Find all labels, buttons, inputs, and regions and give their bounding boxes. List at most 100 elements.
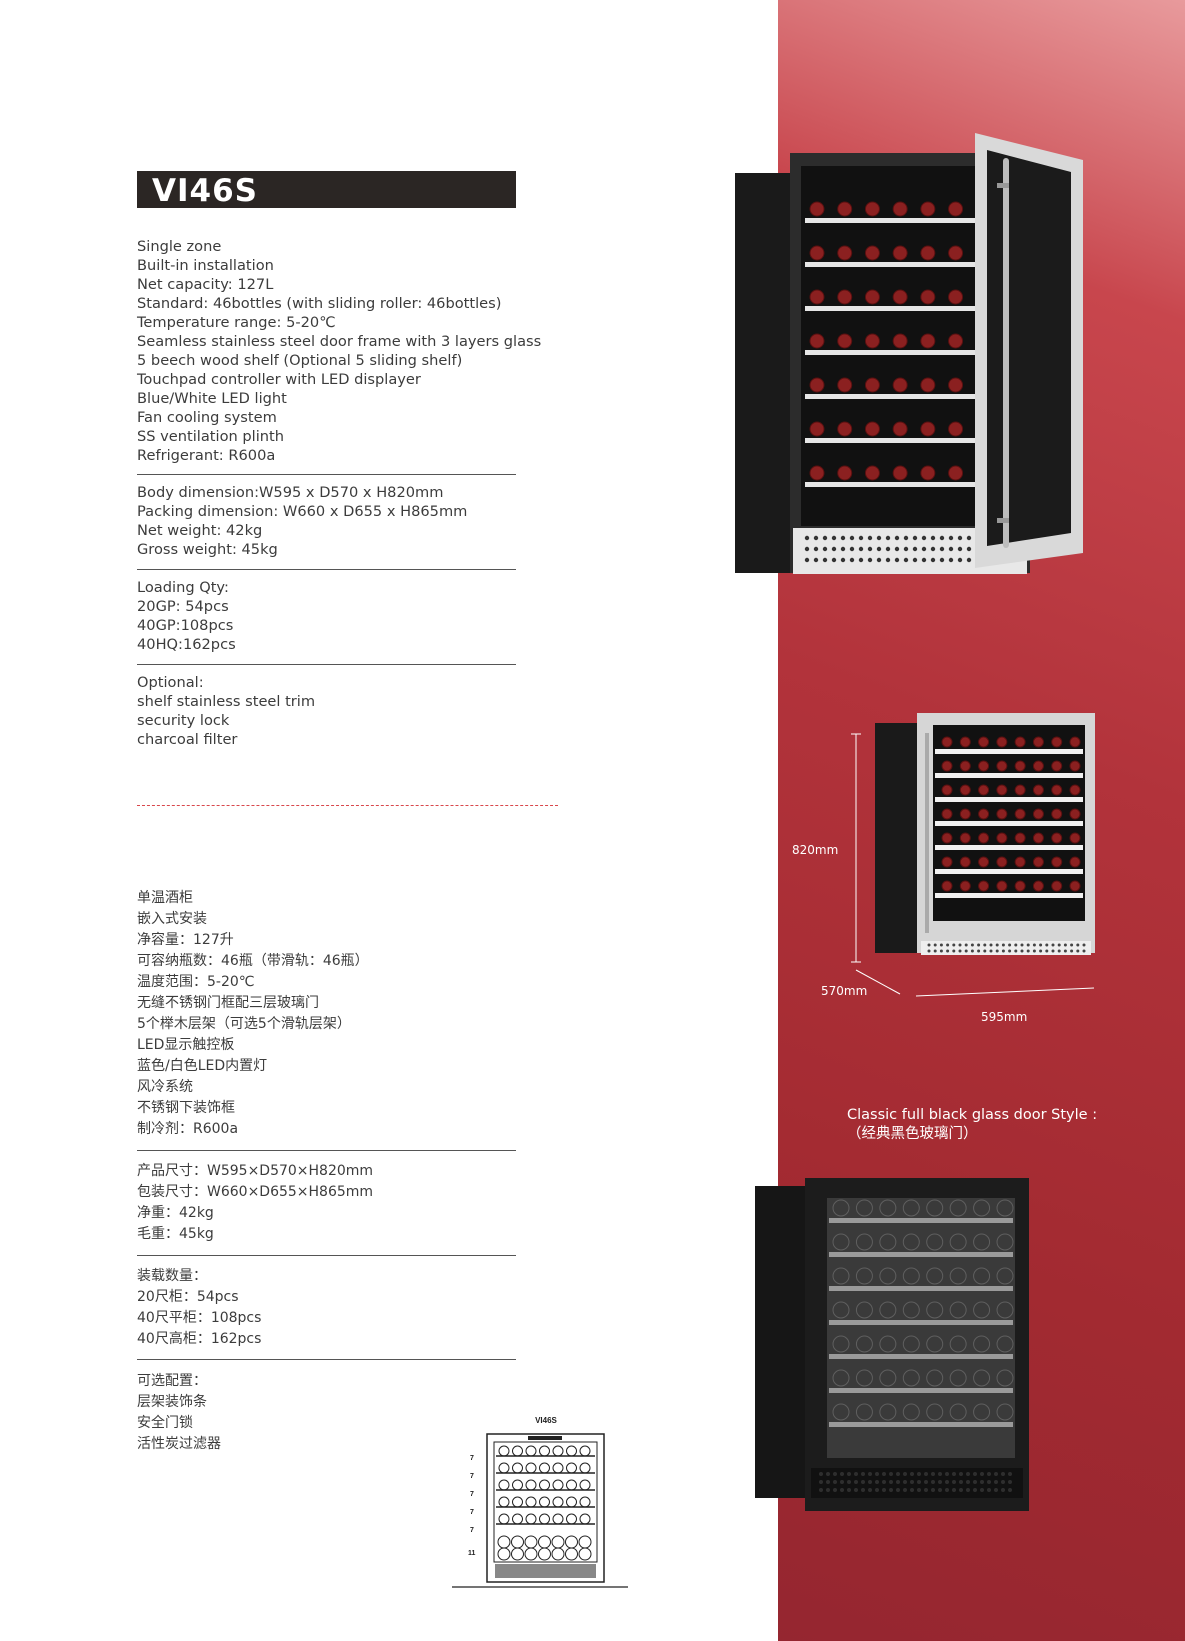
- vent-hole: [894, 557, 900, 563]
- vent-hole: [910, 1472, 914, 1476]
- shelf: [805, 350, 1019, 355]
- bottle-icon: [879, 1267, 897, 1285]
- cn-optional-item: 活性炭过滤器: [137, 1436, 221, 1452]
- vent-hole: [804, 557, 810, 563]
- bottle-outline: [566, 1479, 577, 1491]
- shelf-mark: 7: [470, 1527, 474, 1534]
- bottle-icon: [978, 808, 990, 820]
- vent-hole: [1057, 943, 1061, 947]
- spec-item: Blue/White LED light: [137, 390, 287, 407]
- bottle-icon: [920, 333, 936, 349]
- bottle-icon: [920, 289, 936, 305]
- vent-hole: [819, 1488, 823, 1492]
- shelf-mark: 7: [470, 1455, 474, 1462]
- vent-hole: [994, 1480, 998, 1484]
- bottle-icon: [926, 1335, 944, 1353]
- cn-spec-item: 单温酒柜: [137, 890, 193, 906]
- bottle-outline: [552, 1479, 564, 1491]
- bottle-icon: [996, 1267, 1014, 1285]
- bottle-outline: [539, 1496, 550, 1508]
- cn-spec-item: 温度范围：5-20℃: [137, 974, 255, 990]
- bottle-icon: [832, 1199, 850, 1217]
- bottle-icon: [978, 832, 990, 844]
- vent-hole: [1070, 949, 1074, 953]
- vent-hole: [875, 1472, 879, 1476]
- bottle-icon: [959, 808, 971, 820]
- bottle-outline: [566, 1496, 577, 1508]
- vent-hole: [994, 1472, 998, 1476]
- bottle-icon: [1032, 880, 1044, 892]
- vent-hole: [924, 1480, 928, 1484]
- bottle-outline: [552, 1445, 564, 1457]
- style-caption-cn: （经典黑色玻璃门）: [847, 1126, 978, 1142]
- vent-hole: [966, 557, 972, 563]
- vent-hole: [831, 535, 837, 541]
- bottle-icon: [978, 856, 990, 868]
- vent-hole: [813, 546, 819, 552]
- bottle-icon: [902, 1267, 920, 1285]
- bottle-icon: [902, 1233, 920, 1251]
- vent-hole: [840, 1480, 844, 1484]
- divider: [137, 1255, 516, 1256]
- vent-hole: [867, 557, 873, 563]
- bottle-outline: [498, 1462, 510, 1474]
- shelf: [935, 797, 1083, 802]
- bottle-outline: [498, 1479, 510, 1491]
- section-separator: [137, 805, 558, 806]
- shelf: [829, 1320, 1013, 1325]
- vent-hole: [822, 546, 828, 552]
- bottle-icon: [948, 201, 964, 217]
- vent-hole: [882, 1472, 886, 1476]
- bottle-icon: [978, 736, 990, 748]
- vent-hole: [861, 1472, 865, 1476]
- vent-hole: [1008, 1480, 1012, 1484]
- spec-item: Temperature range: 5-20℃: [137, 314, 336, 331]
- cn-loading-item: 20尺柜：54pcs: [137, 1289, 239, 1305]
- vent-hole: [819, 1472, 823, 1476]
- vent-hole: [819, 1480, 823, 1484]
- bottle-icon: [959, 832, 971, 844]
- vent-hole: [896, 1488, 900, 1492]
- vent-hole: [1076, 949, 1080, 953]
- vent-hole: [959, 1472, 963, 1476]
- bottle-outline: [539, 1462, 550, 1474]
- dimension-item: Net weight: 42kg: [137, 522, 263, 539]
- bottle-icon: [855, 1301, 873, 1319]
- vent-hole: [1020, 949, 1024, 953]
- vent-hole: [867, 546, 873, 552]
- dimension-lines: [851, 733, 1095, 997]
- vent-hole: [854, 1472, 858, 1476]
- vent-hole: [938, 1488, 942, 1492]
- bottle-icon: [1014, 736, 1026, 748]
- bottle-icon: [892, 377, 908, 393]
- vent-hole: [917, 1472, 921, 1476]
- vent-hole: [930, 546, 936, 552]
- spec-item: Single zone: [137, 238, 222, 255]
- ventilation-plinth: [927, 943, 1086, 953]
- vent-hole: [822, 535, 828, 541]
- bottle-icon: [959, 736, 971, 748]
- vent-hole: [964, 943, 968, 947]
- shelf: [805, 394, 1019, 399]
- bottle-icon: [837, 333, 853, 349]
- vent-hole: [939, 535, 945, 541]
- bottle-icon: [941, 808, 953, 820]
- vent-hole: [1082, 949, 1086, 953]
- vent-hole: [1008, 1472, 1012, 1476]
- vent-hole: [912, 557, 918, 563]
- bottle-icon: [832, 1403, 850, 1421]
- bottle-outline: [498, 1496, 510, 1508]
- divider: [137, 1359, 516, 1360]
- bottle-icon: [941, 736, 953, 748]
- cn-spec-item: LED显示触控板: [137, 1037, 235, 1053]
- spec-item: Built-in installation: [137, 257, 274, 274]
- bottle-icon: [978, 784, 990, 796]
- dimension-item: Packing dimension: W660 x D655 x H865mm: [137, 503, 468, 520]
- bottle-icon: [926, 1267, 944, 1285]
- vent-hole: [917, 1488, 921, 1492]
- vent-hole: [889, 1480, 893, 1484]
- vent-hole: [858, 557, 864, 563]
- bottle-icon: [902, 1199, 920, 1217]
- bottle-icon: [864, 201, 880, 217]
- cooler-shelves: [829, 1199, 1014, 1427]
